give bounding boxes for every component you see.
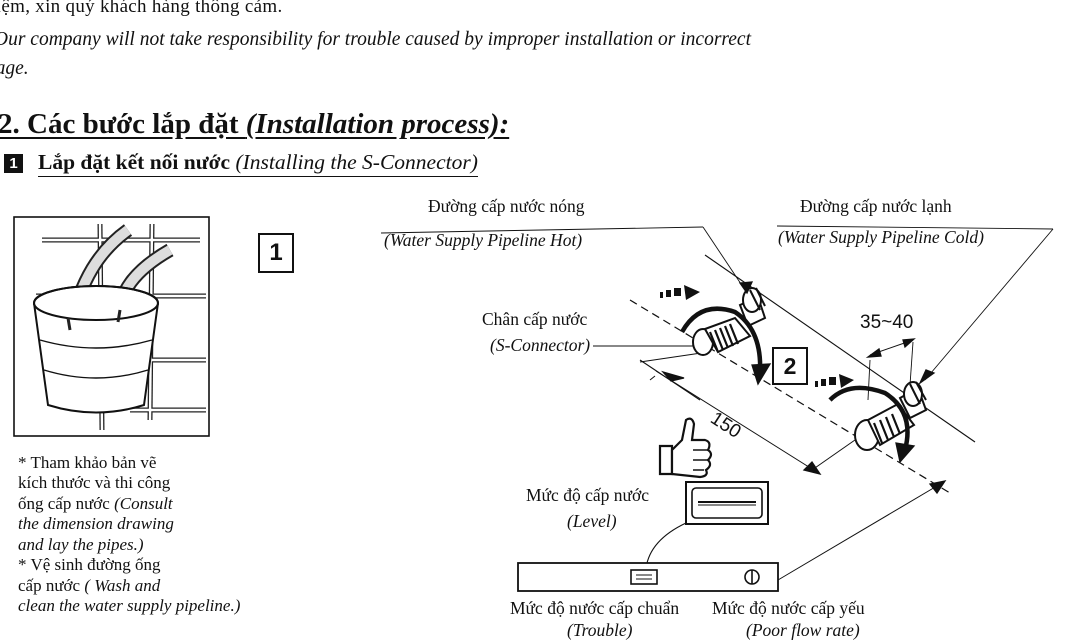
note-en: ( Wash and xyxy=(84,576,161,595)
note-line-8: clean the water supply pipeline.) xyxy=(18,596,240,617)
note-en: clean the water supply pipeline.) xyxy=(18,596,241,615)
section-heading-en: (Installation process): xyxy=(245,108,510,140)
note-line-6: * Vệ sinh đường ống xyxy=(18,555,161,576)
weak-flow-label-en: (Poor flow rate) xyxy=(746,620,860,640)
intro-en-line-2: sage. xyxy=(0,58,29,79)
level-gauge-icon xyxy=(685,481,769,525)
note-line-7: cấp nước ( Wash and xyxy=(18,576,160,597)
note-en: (Consult xyxy=(114,494,173,513)
cold-pipe-label-vi: Đường cấp nước lạnh xyxy=(800,196,952,216)
step-title: Lắp đặt kết nối nước (Installing the S-C… xyxy=(38,150,478,177)
step-number-badge: 1 xyxy=(4,154,23,173)
note-line-2: kích thước và thi công xyxy=(18,473,170,494)
section-heading-vi: 2. Các bước lắp đặt xyxy=(0,108,246,140)
thumbs-up-icon xyxy=(658,417,713,479)
note-vi: * Vệ sinh đường ống xyxy=(18,555,161,574)
note-line-4: the dimension drawing xyxy=(18,514,174,535)
connector-label-en: (S-Connector) xyxy=(490,335,591,355)
intro-vi-line: hiệm, xin quý khách hàng thông cảm. xyxy=(0,0,283,17)
step-box-label-1: 1 xyxy=(258,233,294,273)
note-en: the dimension drawing xyxy=(18,514,174,533)
note-vi: * Tham khảo bản vẽ xyxy=(18,453,157,472)
note-en: and lay the pipes.) xyxy=(18,535,144,554)
left-s-connector xyxy=(660,285,772,386)
hot-pipe-label-en: (Water Supply Pipeline Hot) xyxy=(384,230,583,250)
note-line-5: and lay the pipes.) xyxy=(18,535,144,556)
step-box-label-2: 2 xyxy=(772,347,808,385)
intro-en-line-1: Our company will not take responsibility… xyxy=(0,29,751,50)
note-line-1: * Tham khảo bản vẽ xyxy=(18,453,156,474)
level-label-en: (Level) xyxy=(567,511,617,531)
step-title-en: (Installing the S-Connector) xyxy=(230,150,478,174)
note-vi: cấp nước xyxy=(18,576,85,595)
hot-pipe-label-vi: Đường cấp nước nóng xyxy=(428,196,585,216)
connector-label-vi: Chân cấp nước xyxy=(482,309,588,329)
level-label-vi: Mức độ cấp nước xyxy=(526,485,649,505)
step-title-vi: Lắp đặt kết nối nước xyxy=(38,150,231,174)
standard-flow-label-vi: Mức độ nước cấp chuẩn xyxy=(510,598,680,618)
right-s-connector xyxy=(815,374,928,464)
note-line-3: ống cấp nước (Consult xyxy=(18,494,173,515)
note-vi: kích thước và thi công xyxy=(18,473,171,492)
spirit-level-bar xyxy=(517,562,779,592)
cold-pipe-label-en: (Water Supply Pipeline Cold) xyxy=(778,227,984,247)
section-heading: 2. Các bước lắp đặt (Installation proces… xyxy=(0,108,509,141)
note-vi: ống cấp nước xyxy=(18,494,115,513)
bucket-illustration xyxy=(13,216,210,437)
pipe-diagram xyxy=(380,225,1054,592)
weak-flow-label-vi: Mức độ nước cấp yếu xyxy=(712,598,865,618)
spacing-dimension: 35~40 xyxy=(860,312,914,333)
standard-flow-label-en: (Trouble) xyxy=(567,620,633,640)
